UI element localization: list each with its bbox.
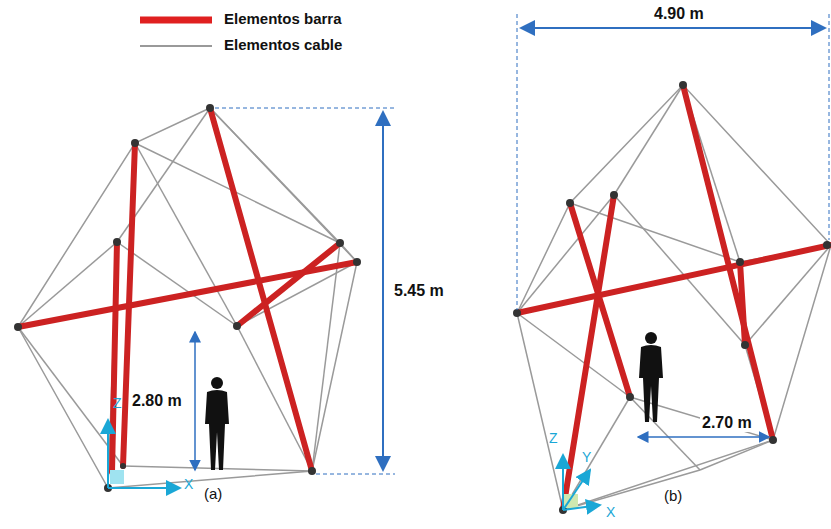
axes-a: [108, 420, 180, 488]
axis-label: X: [184, 477, 193, 492]
view-caption: (b): [664, 488, 682, 505]
cables-a: [18, 108, 357, 488]
axis-label: Y: [582, 450, 591, 465]
view-caption: (a): [204, 486, 222, 503]
dimension-label: 2.70 m: [700, 414, 754, 432]
dimension-label: 5.45 m: [392, 282, 446, 300]
joints-a: [14, 104, 361, 492]
bars-b: [517, 85, 831, 510]
axis-label: Z: [549, 431, 558, 446]
legend-bar-sample: [140, 17, 212, 24]
dimension-label: 2.80 m: [130, 392, 184, 410]
legend-text: Elementos cable: [224, 37, 342, 54]
legend-cable-sample: [140, 45, 212, 47]
cables-b: [517, 85, 831, 510]
dimension-a: [195, 108, 395, 474]
axes-b: [563, 455, 600, 510]
axis-label: X: [606, 505, 615, 520]
person-figure: [205, 377, 229, 470]
dimension-label: 4.90 m: [652, 5, 706, 23]
joints-b: [513, 81, 831, 514]
dimension-b: [517, 14, 829, 437]
legend-text: Elementos barra: [224, 11, 342, 28]
person-figure: [639, 332, 663, 422]
axis-label: Z: [113, 396, 122, 411]
bars-a: [18, 108, 357, 472]
